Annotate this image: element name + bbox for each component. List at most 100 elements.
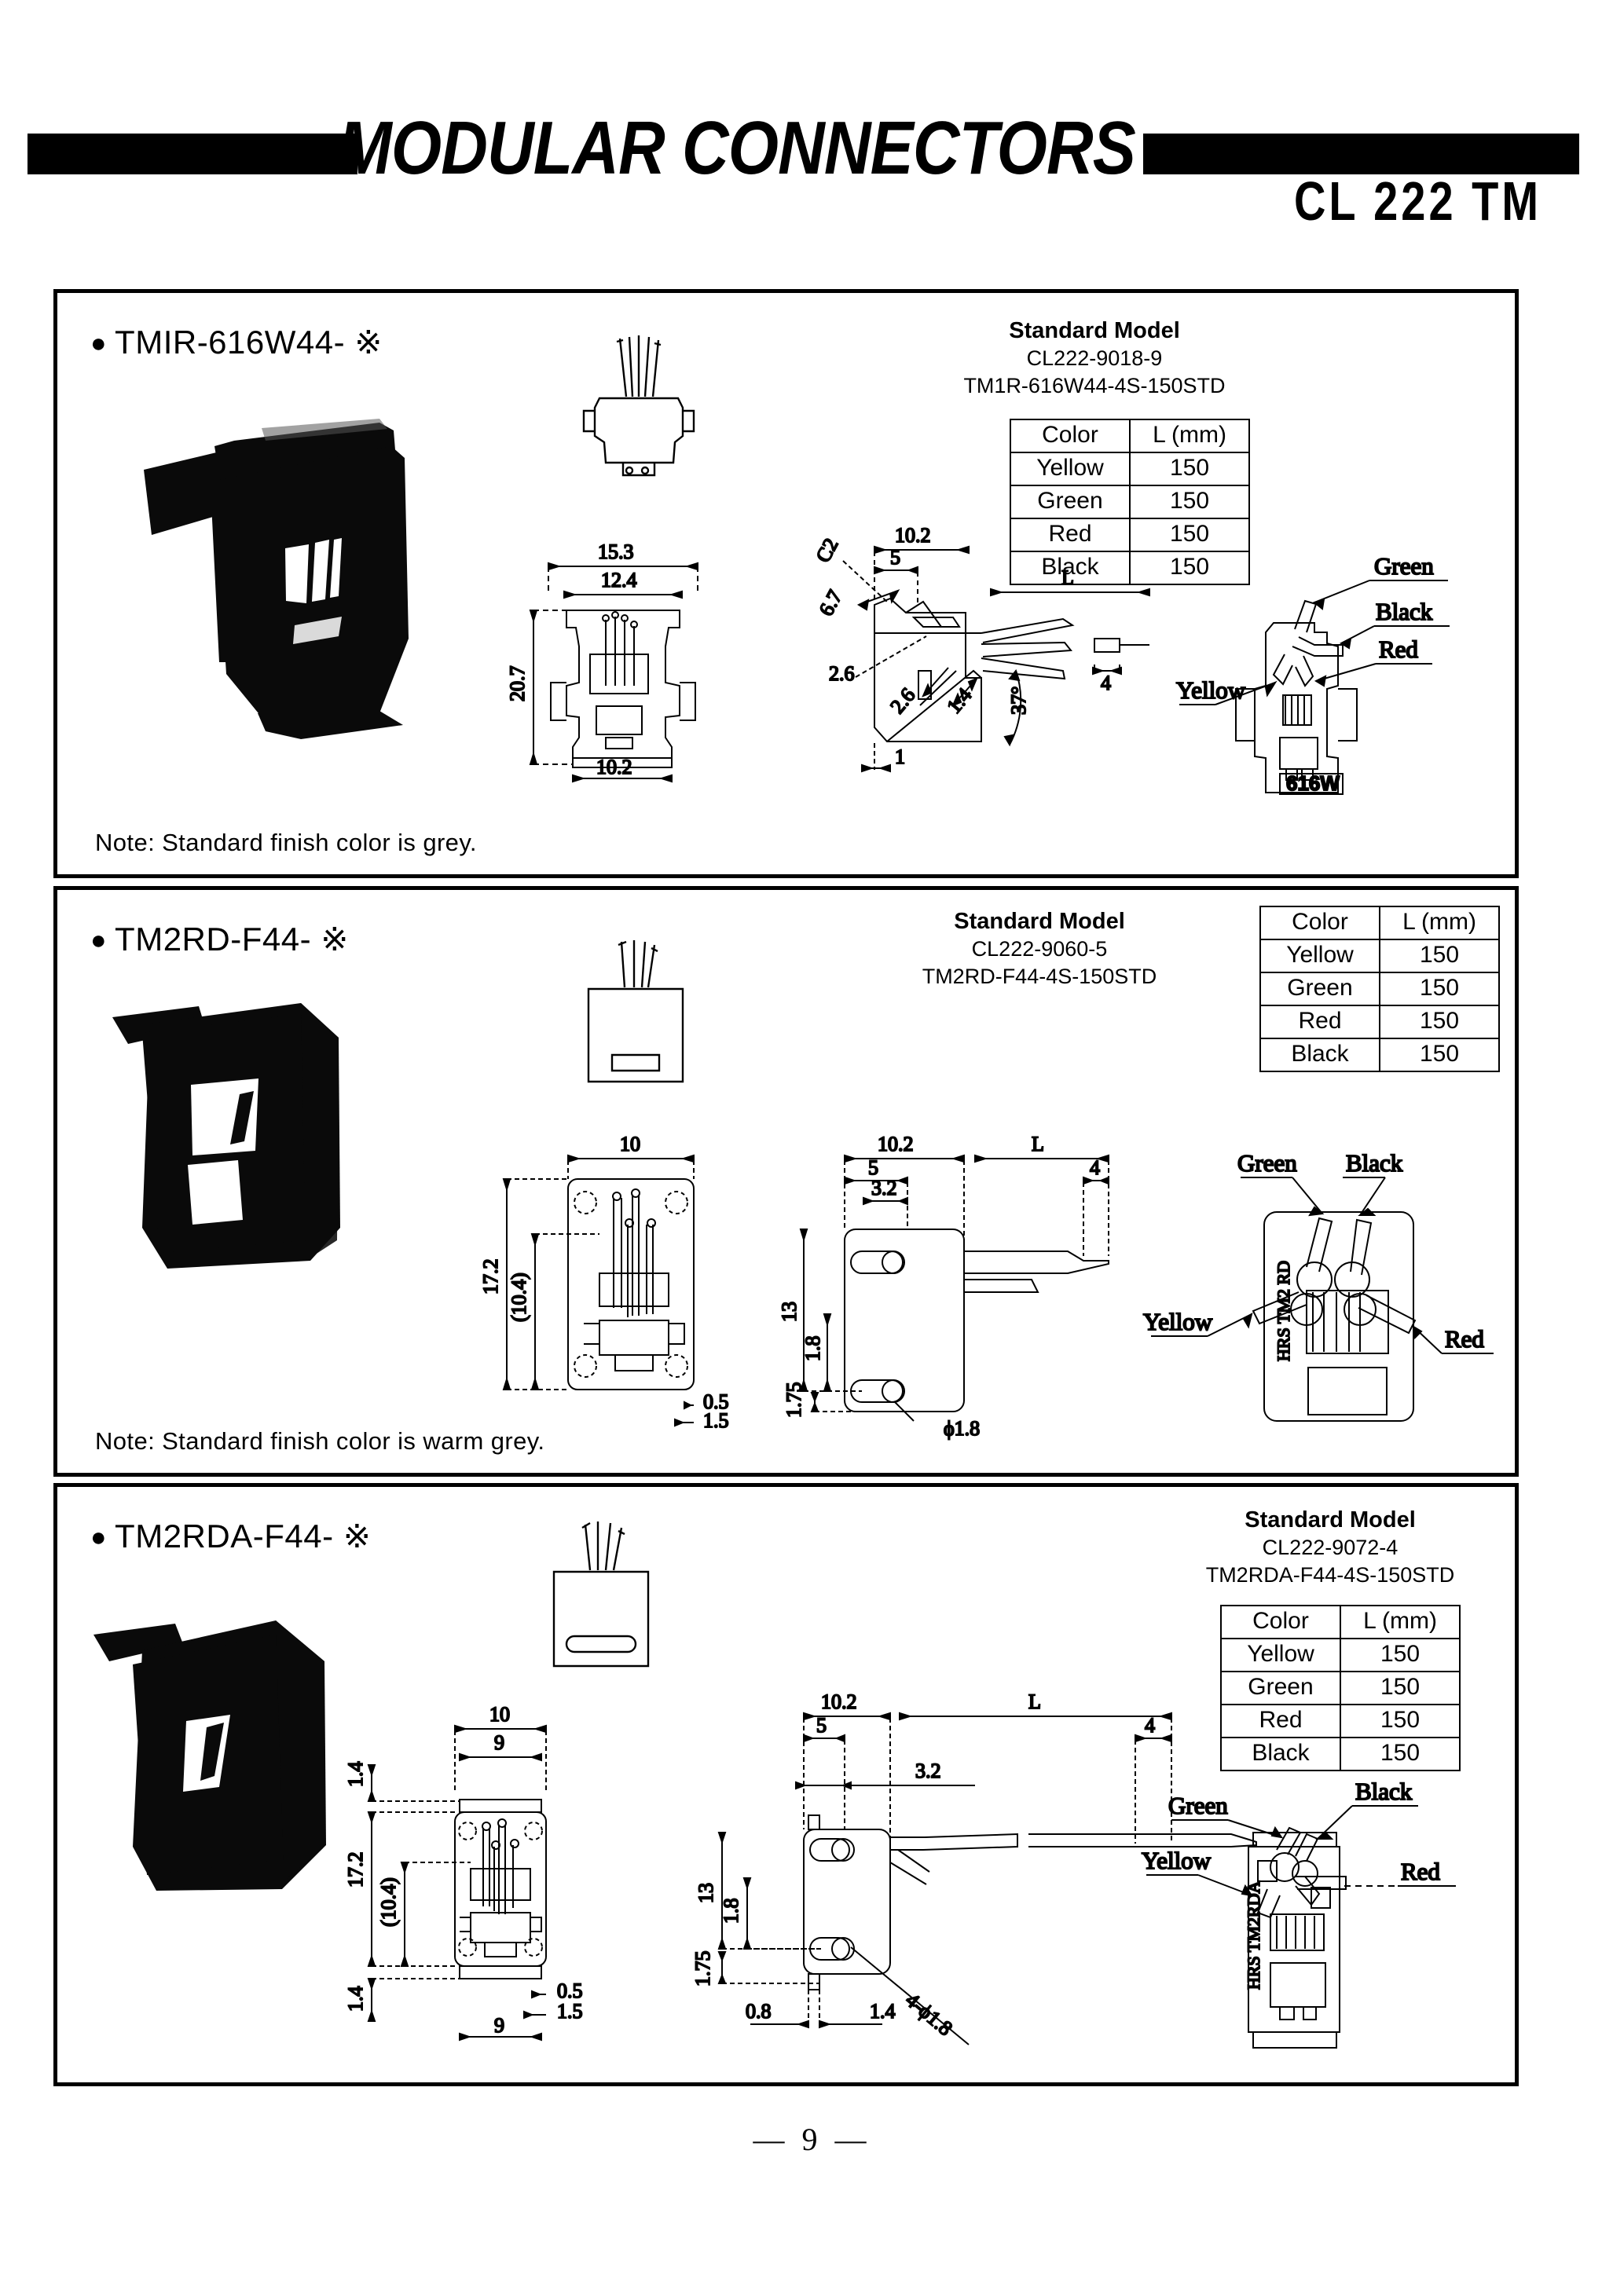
dim-10: 10 xyxy=(489,1703,510,1726)
row-color: Green xyxy=(1010,485,1131,519)
callout-black: Black xyxy=(1346,1149,1403,1177)
dim-2-6-b: 2.6 xyxy=(885,683,919,718)
callout-green: Green xyxy=(1168,1792,1228,1819)
table-row: Black 150 xyxy=(1010,551,1250,585)
part-label-hrs: HRS TM2RDA xyxy=(1244,1881,1263,1990)
row-length: 150 xyxy=(1129,551,1250,585)
section-3-model-heading: ●TM2RDA-F44- ※ xyxy=(90,1517,371,1555)
table-row: Red 150 xyxy=(1010,518,1250,552)
callout-yellow: Yellow xyxy=(1142,1847,1212,1874)
callout-green: Green xyxy=(1237,1149,1297,1177)
dim-c2: C2 xyxy=(812,534,843,566)
header-bar-left xyxy=(27,134,357,174)
series-code: CL 222 TM xyxy=(1293,170,1542,232)
dim-10: 10 xyxy=(620,1133,640,1155)
section-2-model-heading: ●TM2RD-F44- ※ xyxy=(90,920,349,958)
product-section-tmir-616w44: ●TMIR-616W44- ※ xyxy=(53,289,1519,878)
section-1-side-view-drawing: 10.2 5 C2 xyxy=(780,517,1220,792)
std-code-primary: CL222-9018-9 xyxy=(1026,346,1163,371)
row-length: 150 xyxy=(1379,939,1500,973)
dim-L: L xyxy=(1032,1133,1044,1155)
section-2-note: Note: Standard finish color is warm grey… xyxy=(95,1427,545,1455)
dim-3-2: 3.2 xyxy=(915,1760,941,1782)
page-number: — 9 — xyxy=(753,2122,871,2157)
callout-yellow: Yellow xyxy=(1143,1308,1213,1335)
row-length: 150 xyxy=(1129,485,1250,519)
section-2-model-name: TM2RD-F44- ※ xyxy=(115,921,349,958)
header-color: Color xyxy=(1259,906,1380,940)
dim-L: L xyxy=(1028,1690,1041,1713)
table-row: Green 150 xyxy=(1010,485,1250,519)
header-bar-right xyxy=(1143,134,1579,174)
section-3-front-view-drawing: 10 9 xyxy=(317,1691,647,2052)
table-header-row: Color L (mm) xyxy=(1010,419,1250,453)
dim-1-8: 1.8 xyxy=(801,1336,824,1362)
row-length: 150 xyxy=(1340,1704,1461,1738)
callout-yellow: Yellow xyxy=(1176,676,1246,704)
section-2-standard-model-block: Standard Model CL222-9060-5 TM2RD-F44-4S… xyxy=(867,907,1212,991)
dim-37-deg: 37° xyxy=(1007,687,1030,715)
row-color: Yellow xyxy=(1259,939,1380,973)
page-title: MODULAR CONNECTORS xyxy=(338,106,1136,190)
std-model-title: Standard Model xyxy=(954,909,1125,934)
part-label-616w: 616W xyxy=(1286,771,1340,795)
callout-black: Black xyxy=(1355,1778,1413,1805)
table-row: Yellow 150 xyxy=(1010,452,1250,486)
table-row: Black 150 xyxy=(1259,1038,1500,1072)
row-color: Yellow xyxy=(1220,1638,1341,1672)
product-section-tm2rd-f44: ●TM2RD-F44- ※ xyxy=(53,886,1519,1477)
row-length: 150 xyxy=(1129,452,1250,486)
row-color: Black xyxy=(1010,551,1131,585)
dim-13: 13 xyxy=(778,1302,801,1322)
dim-1-8: 1.8 xyxy=(720,1899,742,1924)
row-color: Black xyxy=(1259,1038,1380,1072)
dim-phi-1-8: ϕ1.8 xyxy=(944,1417,980,1440)
header-color: Color xyxy=(1010,419,1131,453)
row-color: Red xyxy=(1259,1005,1380,1039)
section-1-front-view-drawing: 15.3 12.4 20.7 xyxy=(505,529,757,788)
section-2-wire-callout-drawing: HRS TM2 RD Green Black Red xyxy=(1142,1126,1527,1440)
dim-5: 5 xyxy=(868,1156,878,1179)
section-1-top-view-drawing xyxy=(544,332,764,529)
dim-1-5: 1.5 xyxy=(557,2000,583,2023)
dim-0-5: 0.5 xyxy=(557,1979,583,2002)
dim-4: 4 xyxy=(1101,672,1111,694)
callout-red: Red xyxy=(1401,1858,1440,1885)
callout-black: Black xyxy=(1376,598,1433,625)
product-section-tm2rda-f44: ●TM2RDA-F44- ※ xyxy=(53,1483,1519,2086)
table-row: Red 150 xyxy=(1220,1704,1461,1738)
page-footer: — 9 — xyxy=(0,2121,1624,2158)
dim-17-2: 17.2 xyxy=(479,1259,502,1295)
section-2-front-view-drawing: 10 xyxy=(458,1126,772,1440)
dim-1-4-top: 1.4 xyxy=(344,1762,367,1788)
row-length: 150 xyxy=(1379,972,1500,1006)
header-length: L (mm) xyxy=(1379,906,1500,940)
header-color: Color xyxy=(1220,1605,1341,1639)
dim-10-2: 10.2 xyxy=(821,1690,857,1713)
section-1-standard-model-block: Standard Model CL222-9018-9 TM1R-616W44-… xyxy=(929,317,1259,400)
dim-17-2: 17.2 xyxy=(344,1852,367,1888)
section-2-product-photo xyxy=(104,969,450,1298)
row-length: 150 xyxy=(1340,1671,1461,1705)
dim-10-2: 10.2 xyxy=(878,1133,914,1155)
section-3-length-table: Color L (mm) Yellow 150 Green 150 Red 15… xyxy=(1220,1605,1461,1771)
page-header: MODULAR CONNECTORS xyxy=(0,106,1624,204)
dim-5: 5 xyxy=(890,546,900,569)
section-3-model-name: TM2RDA-F44- ※ xyxy=(115,1518,372,1554)
dim-4-phi-1-8: 4-ϕ1.8 xyxy=(901,1988,957,2040)
callout-red: Red xyxy=(1445,1325,1484,1353)
row-color: Yellow xyxy=(1010,452,1131,486)
callout-green: Green xyxy=(1374,552,1434,580)
dim-10-4: (10.4) xyxy=(508,1273,530,1322)
dim-15-3: 15.3 xyxy=(598,540,634,563)
row-length: 150 xyxy=(1129,518,1250,552)
std-code-secondary: TM1R-616W44-4S-150STD xyxy=(963,374,1226,398)
table-row: Green 150 xyxy=(1220,1671,1461,1705)
section-1-wire-callout-drawing: 616W Green Black Red Yellow xyxy=(1173,544,1511,804)
table-header-row: Color L (mm) xyxy=(1220,1605,1461,1639)
section-1-note: Note: Standard finish color is grey. xyxy=(95,829,477,856)
callout-red: Red xyxy=(1379,635,1418,663)
row-color: Red xyxy=(1220,1704,1341,1738)
table-row: Black 150 xyxy=(1220,1737,1461,1771)
std-code-secondary: TM2RD-F44-4S-150STD xyxy=(922,965,1157,989)
